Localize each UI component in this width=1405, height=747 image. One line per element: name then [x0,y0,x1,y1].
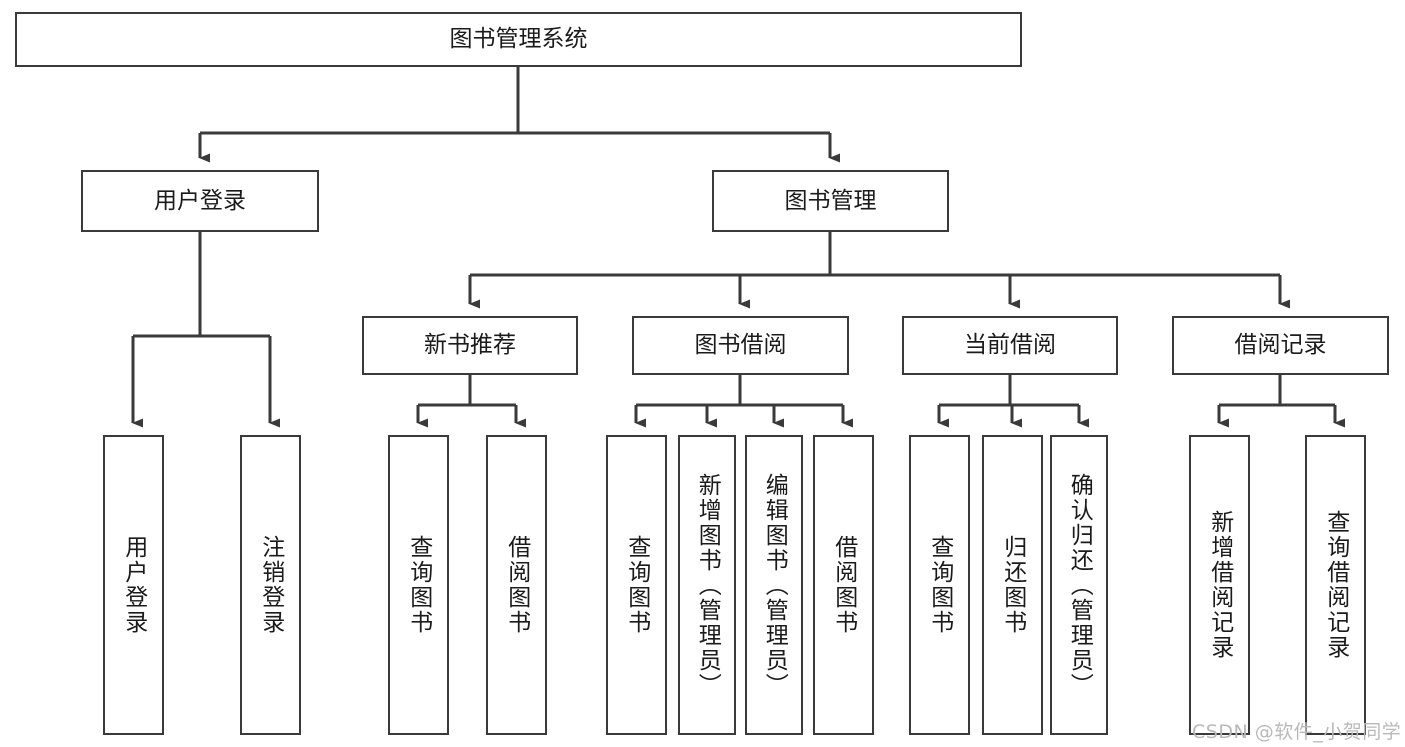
node-label: 注销登录 [257,535,284,635]
node-leaf-edit-book[interactable]: 编辑图书（管理员） [745,435,803,735]
node-leaf-borrow-book-1[interactable]: 借阅图书 [486,435,547,735]
node-root-system[interactable]: 图书管理系统 [15,12,1022,67]
node-new-book-rec[interactable]: 新书推荐 [362,316,578,375]
node-label: 用户登录 [154,187,246,214]
node-label: 借阅图书 [503,535,530,635]
node-label: 图书管理 [784,187,877,214]
node-leaf-query-book-3[interactable]: 查询图书 [909,435,970,735]
node-label: 编辑图书（管理员） [761,472,788,698]
node-label: 查询图书 [405,535,432,635]
node-label: 当前借阅 [964,332,1056,359]
node-leaf-query-record[interactable]: 查询借阅记录 [1305,435,1366,735]
node-label: 归还图书 [999,535,1026,635]
node-label: 查询图书 [623,535,650,635]
node-leaf-query-book-1[interactable]: 查询图书 [388,435,449,735]
node-book-borrow[interactable]: 图书借阅 [632,316,849,375]
node-leaf-return-book[interactable]: 归还图书 [982,435,1043,735]
node-label: 图书管理系统 [449,26,588,53]
node-label: 新增图书（管理员） [694,472,721,698]
node-leaf-add-record[interactable]: 新增借阅记录 [1189,435,1250,735]
node-leaf-user-logout[interactable]: 注销登录 [240,435,301,735]
node-leaf-add-book[interactable]: 新增图书（管理员） [678,435,736,735]
node-label: 新书推荐 [424,332,516,359]
node-label: 查询图书 [926,535,953,635]
node-label: 新增借阅记录 [1206,510,1233,660]
node-leaf-borrow-book-2[interactable]: 借阅图书 [813,435,874,735]
watermark-text: CSDN @软件_小贺同学 [1192,721,1402,743]
node-label: 图书借阅 [694,332,787,359]
node-label: 查询借阅记录 [1322,510,1349,660]
node-borrow-record[interactable]: 借阅记录 [1172,316,1389,375]
node-current-borrow[interactable]: 当前借阅 [902,316,1118,375]
node-label: 用户登录 [120,535,147,635]
node-label: 确认归还（管理员） [1066,472,1093,698]
node-leaf-confirm-return[interactable]: 确认归还（管理员） [1050,435,1108,735]
node-book-manage[interactable]: 图书管理 [712,170,949,232]
node-label: 借阅记录 [1234,332,1327,359]
node-leaf-query-book-2[interactable]: 查询图书 [606,435,667,735]
node-label: 借阅图书 [830,535,857,635]
node-user-login[interactable]: 用户登录 [81,170,319,232]
node-leaf-user-login[interactable]: 用户登录 [103,435,164,735]
